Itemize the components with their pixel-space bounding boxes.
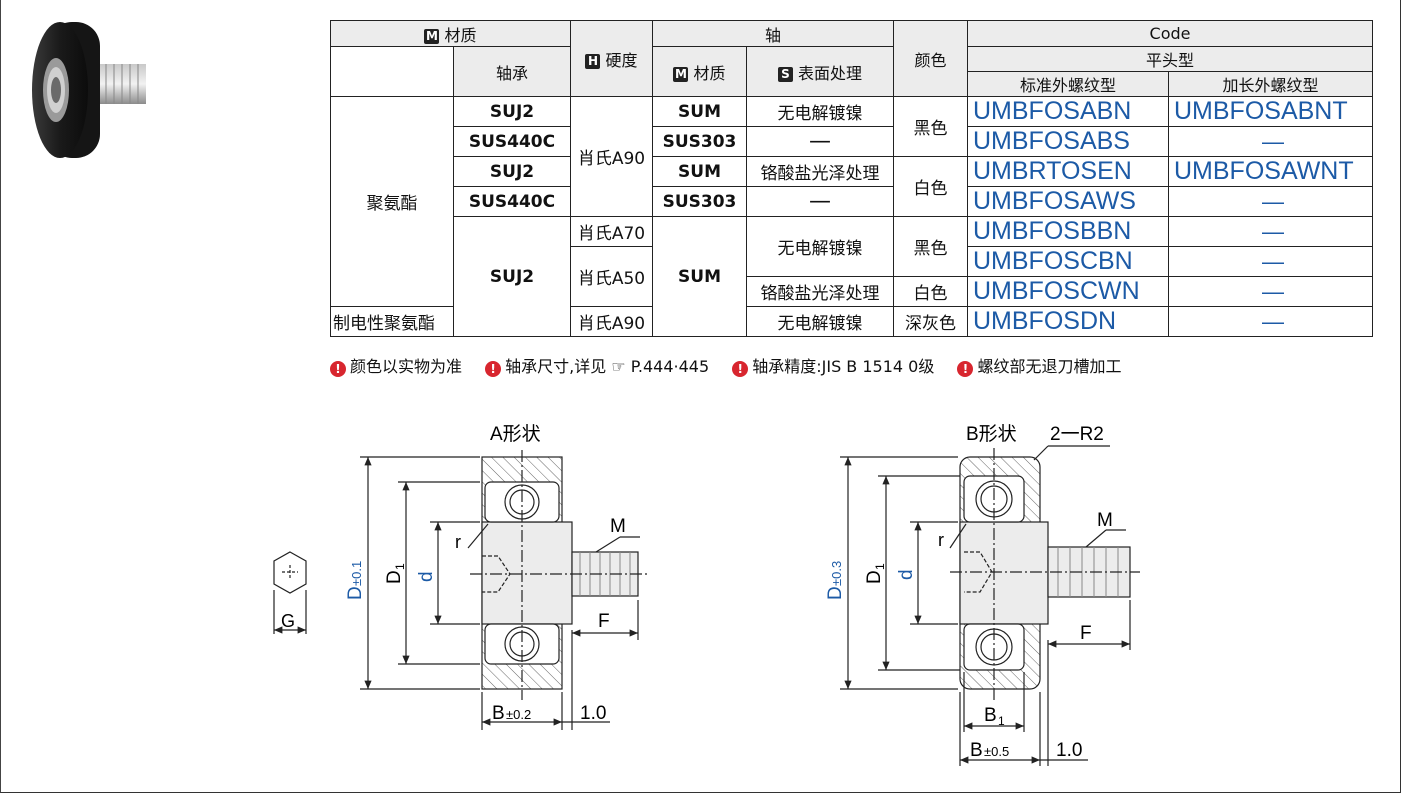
table-row: 肖氏A50 UMBFOSCBN — (331, 246, 1373, 307)
label-r: r (938, 530, 944, 550)
table-row: 制电性聚氨酯 肖氏A90 无电解镀镍 深灰色 UMBFOSDN — (330, 306, 1373, 337)
label-d-inner: d (896, 569, 917, 580)
label-b: B (492, 703, 505, 724)
label-d1: D (864, 570, 885, 584)
label-d-tol: ±0.1 (349, 561, 364, 586)
label-b-tol: ±0.2 (506, 707, 531, 722)
drawing-a (360, 450, 650, 730)
label-b1: B (984, 705, 997, 726)
warning-icon: ! (485, 361, 502, 377)
hardness-badge: H (585, 53, 601, 69)
label-g: G (281, 611, 295, 631)
header-long-thread: 加长外螺纹型 (1168, 71, 1373, 97)
material-pu: 聚氨酯 (330, 96, 454, 307)
warning-icon: ! (330, 361, 346, 377)
drawing-b-title: B形状 (966, 423, 1017, 445)
table-row: SUJ2 肖氏A70 SUM 无电解镀镍 黑色 UMBFOSBBN — (331, 216, 1373, 337)
code-std: UMBFOSBBN (967, 216, 1169, 247)
header-std-thread: 标准外螺纹型 (967, 71, 1169, 97)
code-std: UMBFOSAWS (967, 186, 1169, 217)
label-d1: D (384, 570, 405, 584)
label-b: B (970, 740, 983, 761)
warning-icon: ! (732, 361, 749, 377)
label-f: F (1080, 623, 1092, 644)
header-row-3: 标准外螺纹型 加长外螺纹型 (331, 71, 1373, 97)
code-long: UMBFOSAWNT (1168, 156, 1373, 187)
svg-text:1: 1 (393, 563, 407, 570)
table-row: SUS440C SUS303 — UMBFOSABS — (331, 126, 1373, 157)
code-std: UMBFOSCBN (967, 246, 1169, 277)
warning-icon: ! (957, 361, 974, 377)
code-long: — (1168, 126, 1373, 157)
pointing-hand-icon: ☞ (611, 357, 626, 376)
label-radius: 2一R2 (1050, 424, 1104, 445)
page-reference-link[interactable]: P.444·445 (630, 357, 710, 376)
header-bearing: 轴承 (453, 46, 571, 97)
label-r: r (455, 532, 461, 552)
product-photo (32, 22, 146, 158)
label-m: M (1097, 510, 1113, 531)
notes: !颜色以实物为准 !轴承尺寸,详见 ☞ P.444·445 !轴承精度:JIS … (330, 353, 1139, 377)
code-long: — (1168, 276, 1373, 307)
code-long: — (1168, 246, 1373, 277)
code-std: UMBFOSDN (967, 306, 1169, 337)
label-d-outer: D (825, 586, 846, 600)
hex-key-icon (273, 551, 307, 634)
code-std: UMBFOSCWN (967, 276, 1169, 307)
svg-text:1: 1 (873, 563, 887, 570)
svg-text:1: 1 (998, 714, 1005, 728)
label-gap: 1.0 (1056, 740, 1082, 761)
drawing-a-title: A形状 (490, 423, 541, 445)
surface-badge: S (777, 66, 793, 82)
table-row: SUJ2 SUM 铬酸盐光泽处理 白色 UMBRTOSEN UMBFOSAWNT (331, 156, 1373, 217)
header-code: Code (967, 20, 1373, 47)
code-long: — (1168, 186, 1373, 217)
table-row: 聚氨酯 SUJ2 肖氏A90 SUM 无电解镀镍 黑色 UMBFOSABN UM… (330, 96, 1373, 307)
header-blank (330, 46, 454, 97)
drawing-b (840, 445, 1140, 766)
shaft-material-badge: M (673, 66, 689, 82)
label-m: M (610, 516, 626, 537)
label-b-tol: ±0.5 (984, 744, 1009, 759)
header-color: 颜色 (893, 20, 968, 97)
header-shaft: 轴 (652, 20, 894, 47)
label-gap: 1.0 (580, 703, 606, 724)
label-f: F (598, 611, 610, 632)
code-std: UMBFOSABS (967, 126, 1169, 157)
material-badge: M (424, 28, 440, 44)
material-conductive: 制电性聚氨酯 (330, 306, 454, 337)
code-long: UMBFOSABNT (1168, 96, 1373, 127)
table-row: SUS440C SUS303 — UMBFOSAWS — (331, 186, 1373, 217)
table-row: 铬酸盐光泽处理 白色 UMBFOSCWN — (331, 276, 1373, 307)
code-long: — (1168, 306, 1373, 337)
code-std: UMBRTOSEN (967, 156, 1169, 187)
label-d-inner: d (416, 571, 437, 582)
label-d-tol: ±0.3 (829, 561, 844, 586)
label-d-outer: D (345, 586, 366, 600)
